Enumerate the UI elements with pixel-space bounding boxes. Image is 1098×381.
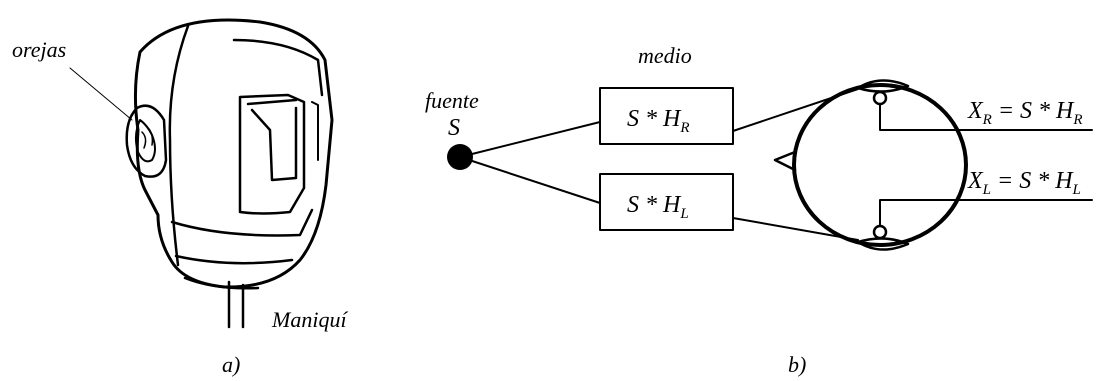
jaw-line: [170, 208, 314, 237]
ear-icon: [125, 104, 168, 178]
right-microphone-icon: [872, 90, 888, 106]
head-outline: [133, 18, 334, 289]
face-top: [232, 38, 324, 97]
ear-pointer-line: [69, 67, 133, 121]
medium-label: medio: [638, 43, 692, 68]
caption-b: b): [788, 352, 806, 377]
path-to-left-box: [459, 156, 601, 204]
left-ear-icon: [856, 237, 910, 251]
stand-pole: [227, 280, 245, 329]
nose-icon: [773, 150, 797, 172]
box-right-text: S * HR: [627, 106, 690, 136]
right-output-equation: XR = S * HR: [967, 98, 1083, 128]
left-output-equation: XL = S * HL: [967, 168, 1081, 198]
mannequin-label: Maniquí: [271, 307, 348, 332]
face-edge: [311, 101, 319, 161]
source-label: fuente: [425, 88, 479, 113]
left-microphone-icon: [872, 224, 888, 240]
box-left-channel: [599, 173, 734, 231]
head-seam: [168, 24, 190, 267]
caption-a: a): [222, 352, 240, 377]
right-output-line: [879, 103, 1093, 131]
dummy-head-illustration: [69, 18, 334, 329]
left-output-line: [879, 199, 1093, 227]
box-left-text: S * HL: [627, 192, 689, 222]
chin-line: [174, 254, 294, 265]
source-symbol: S: [448, 115, 460, 141]
box-right-channel: [599, 87, 734, 145]
nose-block: [238, 93, 306, 215]
listener-head-top-view: [792, 83, 968, 247]
right-ear-icon: [856, 79, 910, 93]
ears-label: orejas: [12, 37, 66, 62]
path-to-right-box: [459, 121, 601, 158]
nose-detail: [246, 98, 298, 182]
